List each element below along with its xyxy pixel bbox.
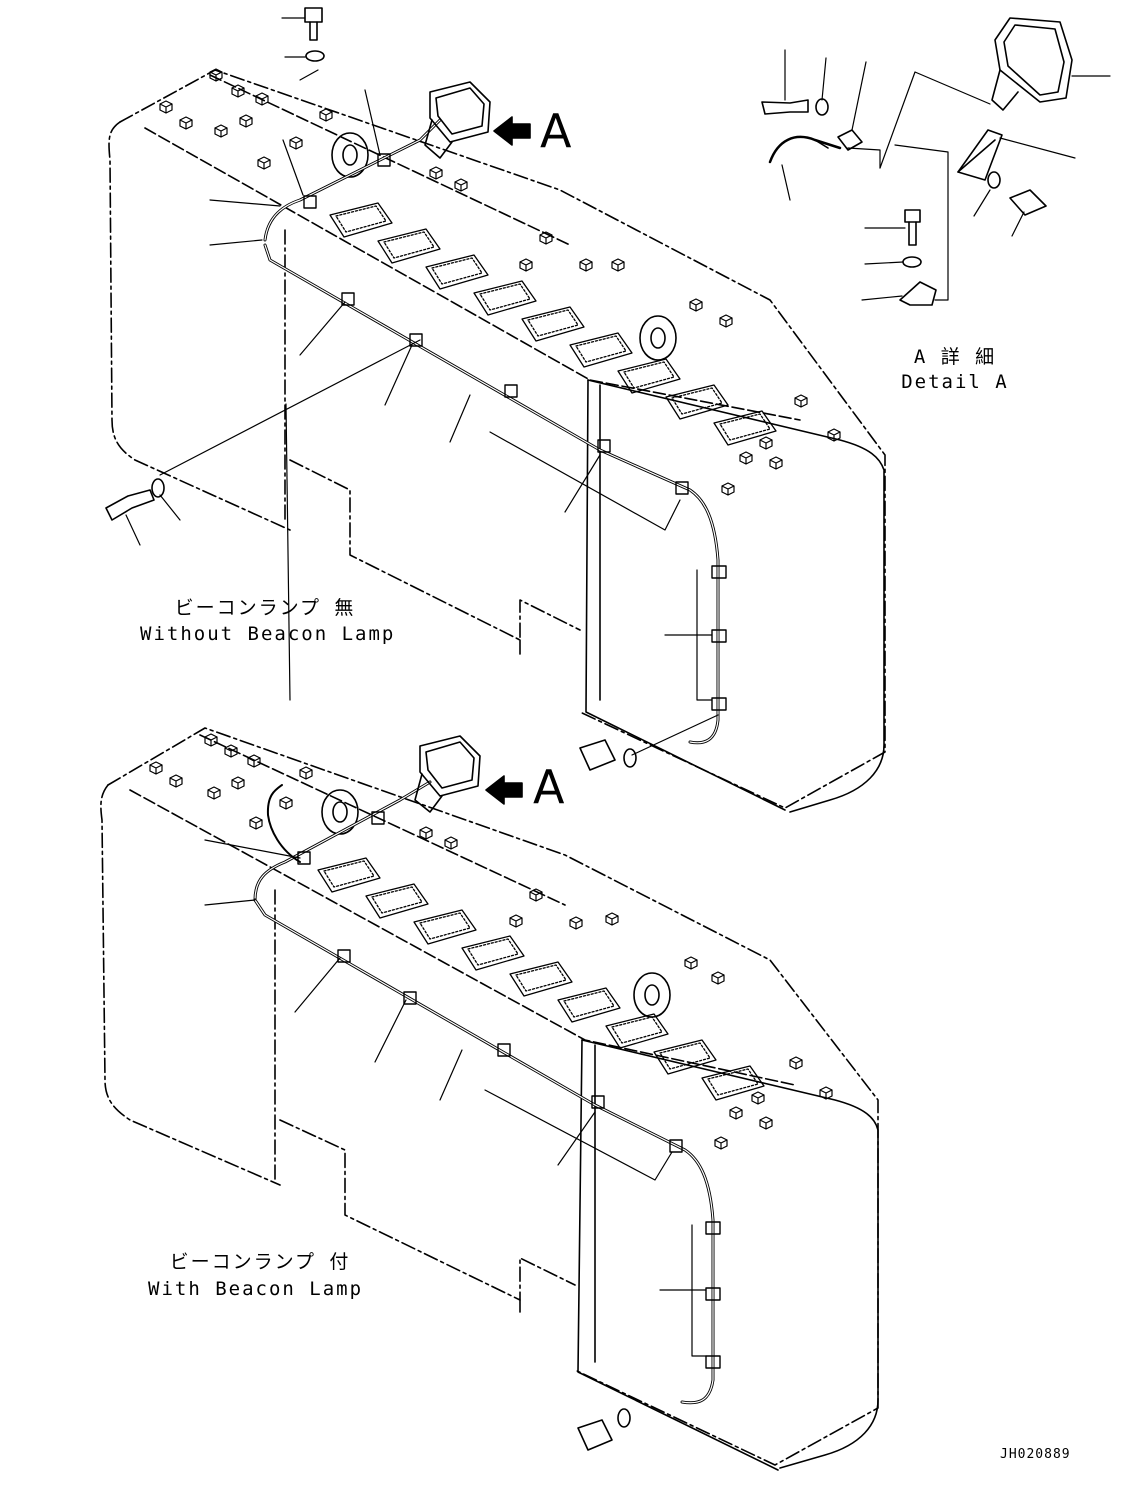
- bolt-head-icon: [569, 916, 583, 930]
- bolt-head-icon: [769, 456, 783, 470]
- bolt-head-icon: [794, 394, 808, 408]
- bolt-head-icon: [299, 766, 313, 780]
- inspection-plate: [365, 883, 429, 919]
- inspection-plate: [569, 332, 633, 368]
- bolt-head-icon: [721, 482, 735, 496]
- bolt-head-icon: [159, 100, 173, 114]
- bolt-head-icon: [429, 166, 443, 180]
- bolt-head-icon: [444, 836, 458, 850]
- bolt-head-icon: [247, 754, 261, 768]
- inspection-plate: [521, 306, 585, 342]
- bolt-head-icon: [231, 84, 245, 98]
- bolt-head-icon: [169, 774, 183, 788]
- inspection-plate: [557, 987, 621, 1023]
- bolt-head-icon: [579, 258, 593, 272]
- bolt-head-icon: [207, 786, 221, 800]
- bolt-head-icon: [509, 914, 523, 928]
- inspection-plate: [329, 202, 393, 238]
- inspection-plate: [461, 935, 525, 971]
- bolt-head-icon: [684, 956, 698, 970]
- bolt-head-icon: [257, 156, 271, 170]
- bolt-head-icon: [249, 816, 263, 830]
- tank-without-beacon: [105, 7, 886, 813]
- bolt-head-icon: [239, 114, 253, 128]
- inspection-plate: [653, 1039, 717, 1075]
- bolt-head-icon: [719, 314, 733, 328]
- with-beacon-caption-en: With Beacon Lamp: [148, 1278, 364, 1300]
- bolt-head-icon: [289, 136, 303, 150]
- without-beacon-caption-en: Without Beacon Lamp: [140, 623, 396, 645]
- bolt-head-icon: [714, 1136, 728, 1150]
- bolt-head-icon: [751, 1091, 765, 1105]
- bolt-head-icon: [454, 178, 468, 192]
- bolt-head-icon: [179, 116, 193, 130]
- bolt-head-icon: [827, 428, 841, 442]
- bolt-head-icon: [529, 888, 543, 902]
- bolt-head-icon: [539, 231, 553, 245]
- with-beacon-caption-jp: ビーコンランプ 付: [169, 1251, 351, 1273]
- without-beacon-caption-jp: ビーコンランプ 無: [174, 597, 356, 619]
- bolt-head-icon: [209, 68, 223, 82]
- inspection-plate: [509, 961, 573, 997]
- bolt-head-icon: [759, 1116, 773, 1130]
- inspection-plate: [377, 228, 441, 264]
- detail-a-title-jp: A 詳 細: [913, 346, 997, 368]
- view-arrow-label-bottom: A: [533, 760, 565, 814]
- bolt-head-icon: [224, 744, 238, 758]
- bolt-head-icon: [759, 436, 773, 450]
- bolt-head-icon: [789, 1056, 803, 1070]
- inspection-plate: [713, 410, 777, 446]
- detail-a: [761, 17, 1111, 306]
- bolt-head-icon: [519, 258, 533, 272]
- inspection-plate: [701, 1065, 765, 1101]
- drawing-code: JH020889: [1000, 1447, 1071, 1462]
- bolt-head-icon: [739, 451, 753, 465]
- bolt-head-icon: [319, 108, 333, 122]
- bolt-head-icon: [711, 971, 725, 985]
- bolt-head-icon: [729, 1106, 743, 1120]
- bolt-head-icon: [255, 92, 269, 106]
- tank-with-beacon: [100, 727, 879, 1471]
- inspection-plate: [617, 358, 681, 394]
- bolt-head-icon: [611, 258, 625, 272]
- inspection-plate: [473, 280, 537, 316]
- inspection-plate: [317, 857, 381, 893]
- bolt-head-icon: [231, 776, 245, 790]
- inspection-plate: [413, 909, 477, 945]
- inspection-plate: [665, 384, 729, 420]
- inspection-plate: [605, 1013, 669, 1049]
- bolt-head-icon: [149, 761, 163, 775]
- view-arrow-label-top: A: [540, 104, 572, 158]
- bolt-head-icon: [214, 124, 228, 138]
- bolt-head-icon: [279, 796, 293, 810]
- bolt-head-icon: [204, 733, 218, 747]
- inspection-plate: [425, 254, 489, 290]
- detail-a-title-en: Detail A: [901, 371, 1009, 393]
- bolt-head-icon: [419, 826, 433, 840]
- bolt-head-icon: [605, 912, 619, 926]
- bolt-head-icon: [689, 298, 703, 312]
- bolt-head-icon: [819, 1086, 833, 1100]
